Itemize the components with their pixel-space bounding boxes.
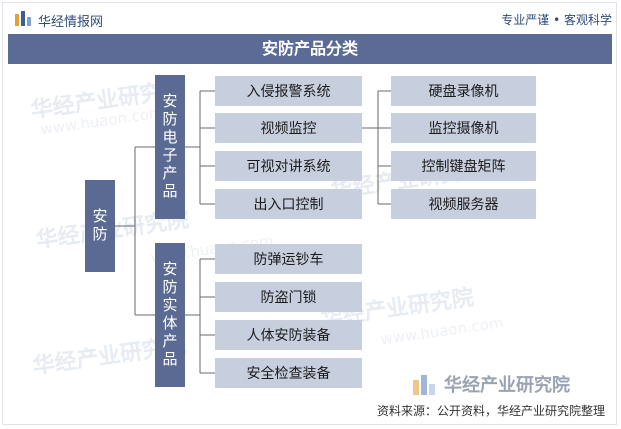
leaf-node: 防盗门锁	[215, 282, 362, 312]
institute-logo-icon	[413, 375, 435, 395]
video-sub-node: 硬盘录像机	[391, 76, 536, 106]
video-sub-node: 控制键盘矩阵	[391, 151, 536, 181]
leaf-node: 入侵报警系统	[215, 76, 362, 106]
leaf-node: 视频监控	[215, 113, 362, 143]
root-label: 安防	[90, 208, 109, 244]
institute-name: 华经产业研究院	[444, 375, 570, 396]
source-note: 资料来源：公开资料，华经产业研究院整理	[376, 404, 605, 418]
video-sub-node: 监控摄像机	[391, 113, 536, 143]
branch-label: 安防电子产品	[160, 93, 179, 201]
leaf-node: 可视对讲系统	[215, 151, 362, 181]
video-sub-node: 视频服务器	[391, 189, 536, 219]
diagram-title: 安防产品分类	[8, 34, 612, 64]
leaf-node: 出入口控制	[215, 189, 362, 219]
leaf-node: 防弹运钞车	[215, 244, 362, 274]
root-node: 安防	[85, 180, 115, 272]
brand-tagline: 专业严谨 • 客观科学	[501, 13, 612, 27]
leaf-node: 人体安防装备	[215, 320, 362, 350]
header: 华经情报网 专业严谨 • 客观科学	[8, 6, 612, 32]
brand-logo-icon	[15, 11, 31, 26]
brand-name: 华经情报网	[38, 15, 104, 30]
branch-label: 安防实体产品	[160, 261, 179, 369]
leaf-node: 安全检查装备	[215, 358, 362, 388]
branch-node-physical: 安防实体产品	[155, 243, 185, 387]
branch-node-electronic: 安防电子产品	[155, 75, 185, 219]
diagram-frame	[2, 2, 617, 425]
